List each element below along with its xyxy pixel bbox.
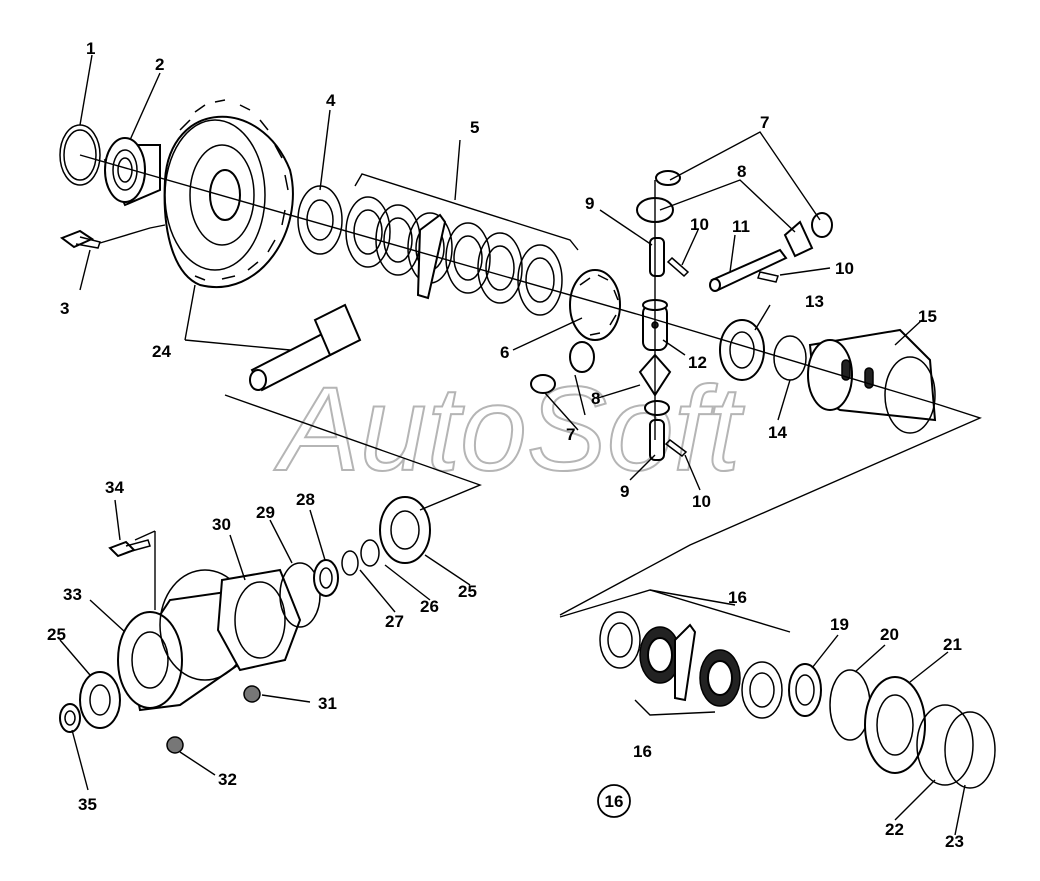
part-19-piston	[788, 663, 822, 717]
part-20-retaining-ring	[829, 669, 871, 741]
callout-labels: 1 2 3 4 5 6 7 7 8 8 9 9 10 10 10 11 12 1…	[47, 39, 964, 851]
callout-7-top: 7	[760, 113, 769, 132]
callout-3: 3	[60, 299, 69, 318]
part-28-seal	[313, 559, 339, 597]
part-25-bearing-upper	[379, 496, 431, 564]
callout-25-lower: 25	[47, 625, 66, 644]
group-badge: 16	[597, 784, 631, 818]
callout-29: 29	[256, 503, 275, 522]
callout-14: 14	[768, 423, 787, 442]
callout-25-upper: 25	[458, 582, 477, 601]
callout-35: 35	[78, 795, 97, 814]
part-14-snap-ring	[773, 335, 807, 381]
part-22-ring	[916, 704, 974, 786]
part-16-friction-discs	[599, 611, 783, 719]
callout-13: 13	[805, 292, 824, 311]
part-32-plug	[166, 736, 184, 754]
callout-20: 20	[880, 625, 899, 644]
callout-9-top: 9	[585, 194, 594, 213]
part-29-o-ring	[279, 562, 321, 628]
callout-10-upper: 10	[690, 215, 709, 234]
callout-27: 27	[385, 612, 404, 631]
part-34-bolt	[108, 539, 151, 558]
callout-2: 2	[155, 55, 164, 74]
part-25-bearing-lower	[79, 671, 121, 729]
callout-9-bottom: 9	[620, 482, 629, 501]
callout-26: 26	[420, 597, 439, 616]
callout-22: 22	[885, 820, 904, 839]
callout-8-middle: 8	[591, 389, 600, 408]
part-2-bearing	[103, 137, 161, 207]
callout-23: 23	[945, 832, 964, 851]
part-9-cross-pin	[649, 237, 665, 461]
part-5-clutch-pack	[345, 196, 563, 316]
callout-34: 34	[105, 478, 124, 497]
callout-4: 4	[326, 91, 336, 110]
part-7-thrust-washers	[530, 170, 833, 416]
callout-6: 6	[500, 343, 509, 362]
callout-15: 15	[918, 307, 937, 326]
callout-16-bottom: 16	[633, 742, 652, 761]
leader-lines	[59, 54, 982, 836]
callout-21: 21	[943, 635, 962, 654]
callout-24: 24	[152, 342, 171, 361]
callout-32: 32	[218, 770, 237, 789]
part-21-bearing	[864, 676, 926, 774]
callout-11: 11	[732, 217, 750, 236]
callout-12: 12	[688, 353, 707, 372]
part-15-clutch-housing	[807, 328, 937, 434]
callout-10-right: 10	[835, 259, 854, 278]
callout-8-top: 8	[737, 162, 746, 181]
callout-31: 31	[318, 694, 337, 713]
callout-10-lower: 10	[692, 492, 711, 511]
part-23-snap-ring	[944, 711, 996, 789]
group-badge-text: 16	[605, 792, 624, 811]
part-11-shaft	[709, 248, 788, 292]
part-24-ring-gear	[163, 99, 294, 288]
part-3-bolt	[59, 229, 101, 249]
part-24-pinion-shaft	[249, 303, 362, 392]
part-33-carrier-housing	[117, 569, 251, 712]
part-35-nut	[59, 703, 81, 733]
callout-30: 30	[212, 515, 231, 534]
callout-33: 33	[63, 585, 82, 604]
part-6-side-gear	[569, 269, 621, 341]
part-4-thrust-washer	[297, 185, 343, 255]
callout-1: 1	[86, 39, 95, 58]
callout-28: 28	[296, 490, 315, 509]
part-10-roll-pins	[664, 256, 779, 457]
part-27-washer	[341, 550, 359, 576]
callout-7-bottom: 7	[566, 425, 575, 444]
callout-16-top: 16	[728, 588, 747, 607]
part-26-washer	[360, 539, 380, 567]
part-31-plug	[243, 685, 261, 703]
part-8-pinion-gears	[569, 197, 814, 397]
watermark-text: AutoSoft	[274, 362, 745, 496]
part-13-splined-hub	[719, 319, 765, 381]
callout-19: 19	[830, 615, 849, 634]
callout-5: 5	[470, 118, 479, 137]
